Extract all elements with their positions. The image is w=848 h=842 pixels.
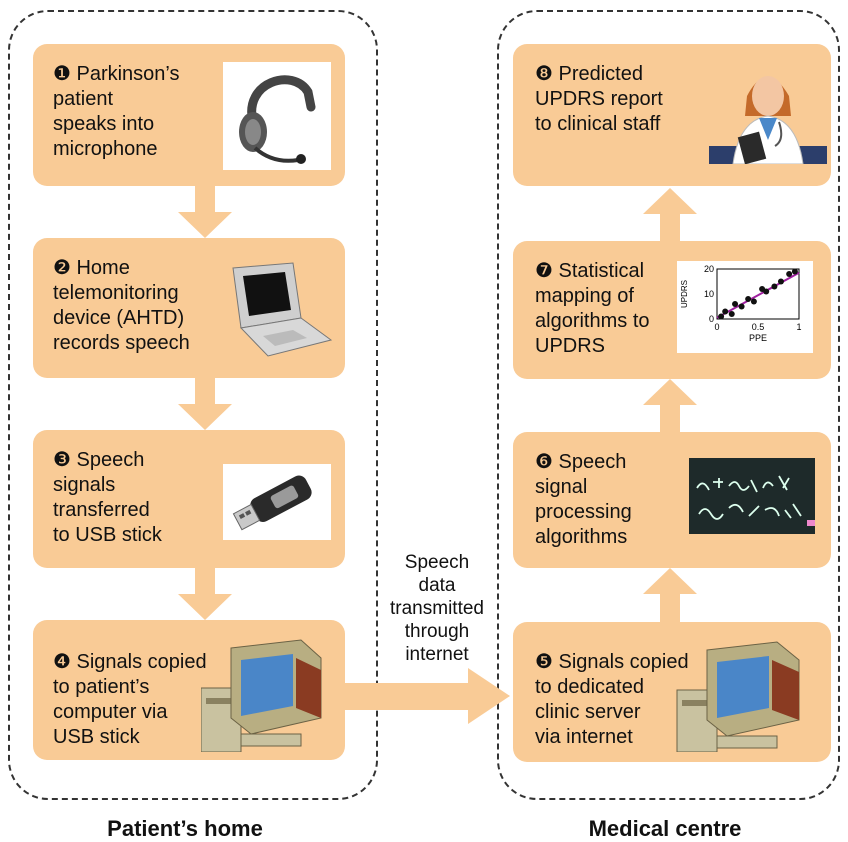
doctor-icon: [709, 56, 827, 165]
server-computer-icon: [673, 638, 813, 753]
x-tick-label: 0.5: [752, 322, 765, 332]
data-point-13: [791, 268, 798, 275]
x-tick-label: 1: [796, 322, 801, 332]
data-point-4: [732, 301, 739, 307]
transfer-text: Speech data transmitted through internet: [390, 552, 484, 665]
data-point-10: [771, 283, 778, 290]
data-point-11: [777, 278, 784, 285]
data-point-9: [763, 288, 770, 295]
data-point-12: [786, 271, 793, 277]
y-axis-label: UPDRS: [680, 280, 689, 308]
patients-home-region: [8, 10, 378, 800]
medical-centre-region: [497, 10, 840, 800]
data-point-5: [738, 303, 745, 310]
blackboard-equations-icon: [689, 458, 815, 534]
medical-centre-label: Medical centre: [588, 816, 742, 841]
arrow-1-to-2: [178, 186, 232, 238]
patients-home-label: Patient’s home: [107, 816, 263, 841]
step-1-box: ❶ Parkinson’s patient speaks into microp…: [33, 44, 345, 186]
laptop-icon: [223, 258, 335, 366]
fit-line: [716, 271, 800, 319]
step-6-box: ❻ Speech signal processing algorithms: [513, 432, 831, 568]
step-1-text: ❶ Parkinson’s patient speaks into microp…: [53, 63, 180, 160]
step-8-box: ❽ Predicted UPDRS report to clinical sta…: [513, 44, 831, 186]
data-point-2: [722, 308, 729, 315]
plot-frame: [716, 268, 800, 320]
step-8-text: ❽ Predicted UPDRS report to clinical sta…: [535, 63, 663, 135]
step-3-box: ❸ Speech signals transferred to USB stic…: [33, 430, 345, 568]
arrow-5-to-6: [643, 568, 697, 622]
arrow-6-to-7: [643, 379, 697, 432]
x-axis-label: PPE: [749, 333, 767, 343]
step-2-box: ❷ Home telemonitoring device (AHTD) reco…: [33, 238, 345, 378]
step-7-text: ❼ Statistical mapping of algorithms to U…: [535, 260, 650, 357]
y-tick-label: 20: [704, 264, 714, 274]
step-5-text: ❺ Signals copied to dedicated clinic ser…: [535, 651, 689, 748]
usb-stick-icon: [223, 464, 331, 540]
data-point-6: [745, 296, 752, 302]
headset-icon: [223, 62, 331, 170]
data-point-7: [750, 298, 757, 305]
data-point-1: [718, 313, 725, 320]
step-2-text: ❷ Home telemonitoring device (AHTD) reco…: [53, 257, 190, 354]
step-4-box: ❹ Signals copied to patient’s computer v…: [33, 620, 345, 760]
x-tick-label: 0: [714, 322, 719, 332]
y-tick-label: 0: [709, 314, 714, 324]
arrow-7-to-8: [643, 188, 697, 241]
arrow-2-to-3: [178, 377, 232, 430]
computer-icon: [200, 638, 331, 753]
arrow-4-to-5: [345, 668, 510, 724]
step-7-box: ❼ Statistical mapping of algorithms to U…: [513, 241, 831, 379]
step-6-text: ❻ Speech signal processing algorithms: [535, 451, 632, 548]
step-5-box: ❺ Signals copied to dedicated clinic ser…: [513, 622, 831, 762]
y-tick-label: 10: [704, 289, 714, 299]
step-3-text: ❸ Speech signals transferred to USB stic…: [53, 449, 162, 546]
arrow-3-to-4: [178, 567, 232, 620]
step-4-text: ❹ Signals copied to patient’s computer v…: [53, 651, 207, 748]
data-point-3: [728, 311, 735, 317]
